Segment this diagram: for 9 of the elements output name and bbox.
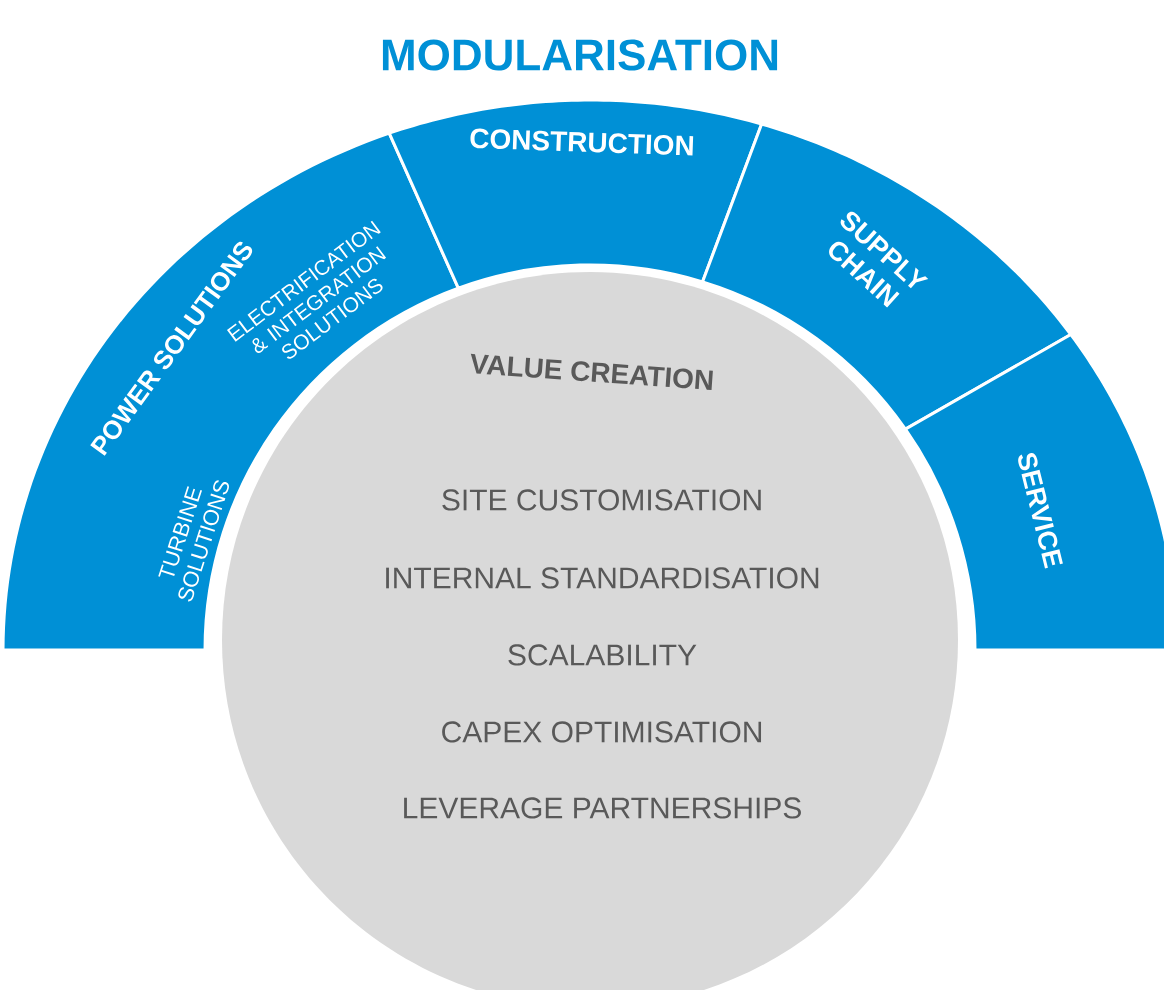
benefit-label: SITE CUSTOMISATION	[442, 489, 761, 511]
title: MODULARISATION	[382, 39, 778, 71]
circle-heading: VALUE CREATION	[470, 353, 713, 390]
benefit-label: INTERNAL STANDARDISATION	[386, 567, 819, 589]
benefit-label: SCALABILITY	[508, 644, 697, 666]
benefit-label: CAPEX OPTIMISATION	[442, 721, 761, 743]
benefit-label: LEVERAGE PARTNERSHIPS	[404, 797, 801, 819]
segment-heading: CONSTRUCTION	[470, 128, 694, 156]
segment-heading: SERVICE	[1018, 453, 1063, 569]
